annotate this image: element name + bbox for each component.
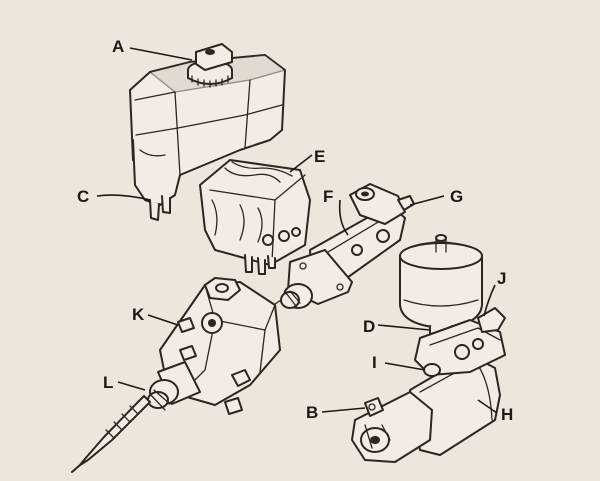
callout-d: D	[363, 317, 375, 336]
callout-f: F	[323, 187, 333, 206]
callout-b: B	[306, 403, 318, 422]
callout-j: J	[497, 269, 506, 288]
callout-h: H	[501, 405, 513, 424]
master-cylinder	[274, 183, 415, 309]
callout-leaders	[96, 47, 498, 414]
callout-i: I	[372, 353, 377, 372]
callout-g: G	[450, 187, 463, 206]
fluid-reservoir	[129, 43, 286, 221]
brake-valve	[71, 277, 281, 473]
valve-block	[199, 159, 311, 275]
callout-a: A	[112, 37, 124, 56]
pump-motor-assembly	[351, 307, 506, 463]
callout-k: K	[132, 305, 145, 324]
callout-labels: A C E F G J D I B H K L	[77, 37, 513, 424]
callout-c: C	[77, 187, 89, 206]
callout-l: L	[103, 373, 113, 392]
callout-e: E	[314, 147, 325, 166]
